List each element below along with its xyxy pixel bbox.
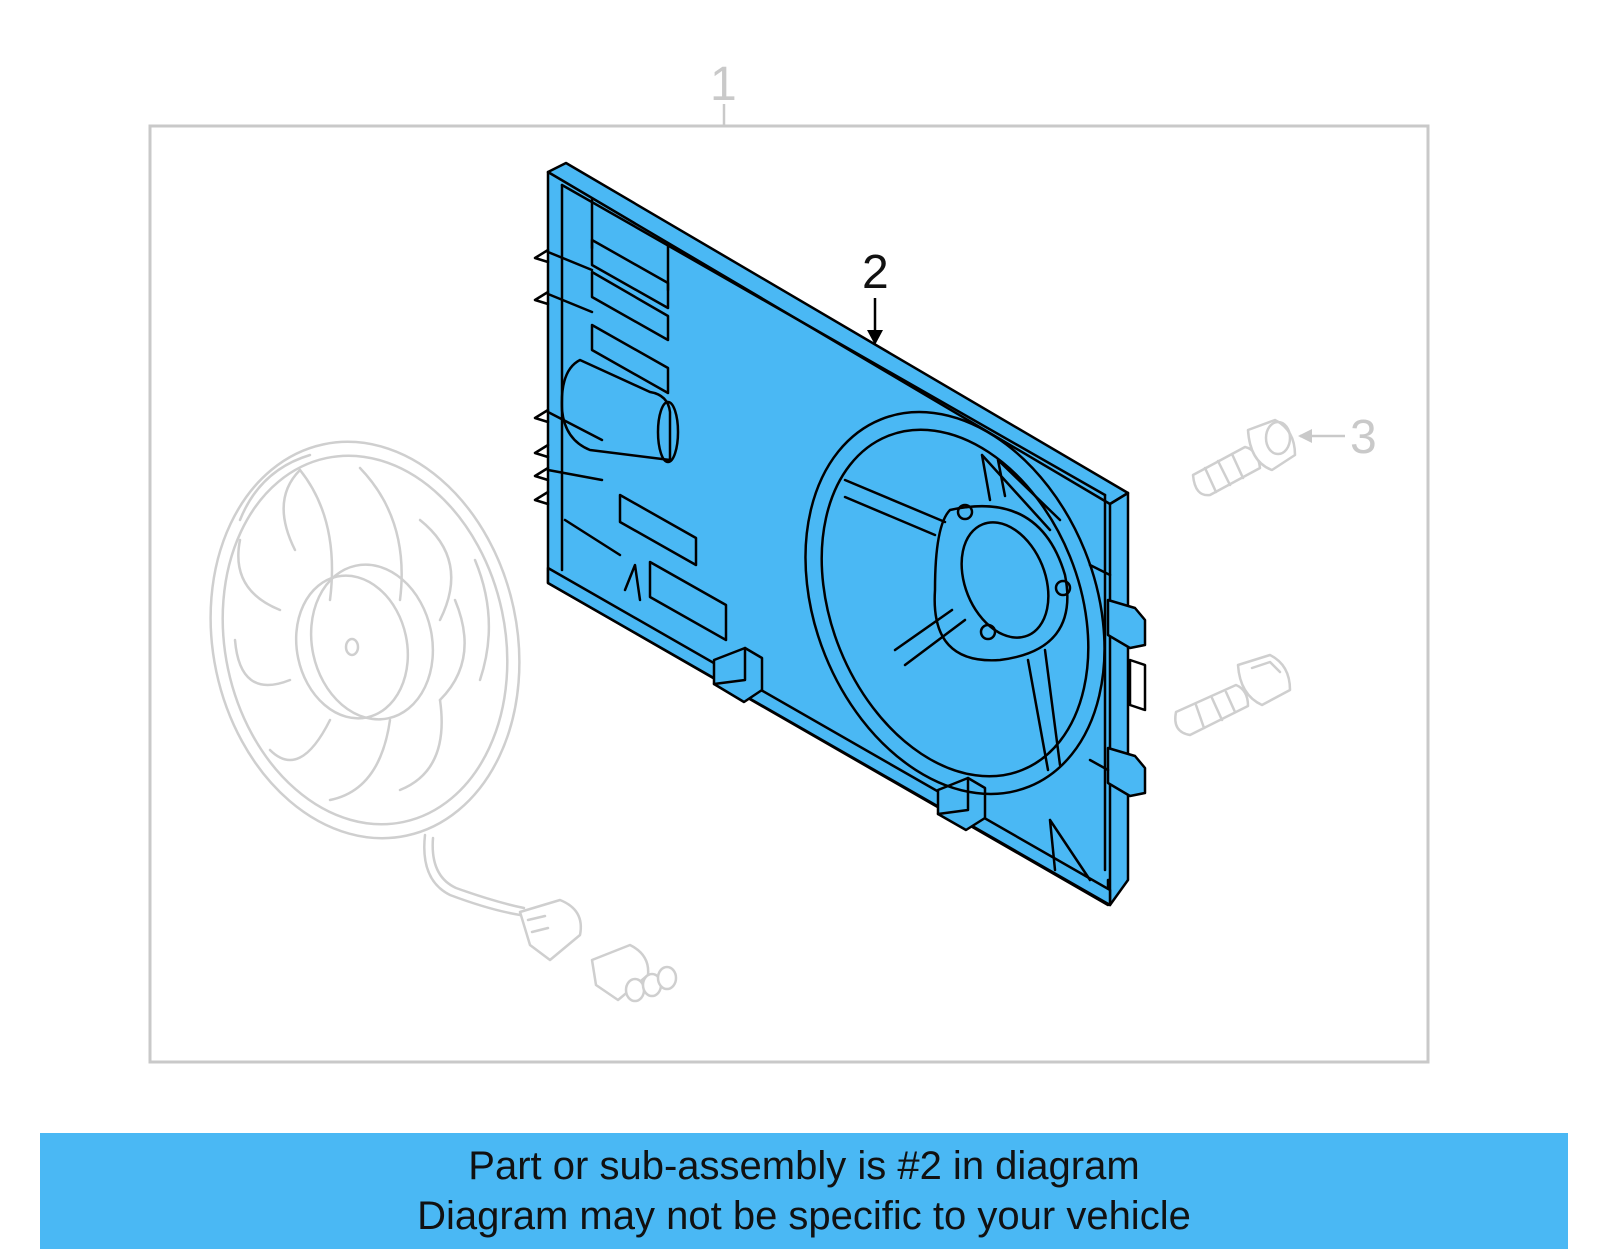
info-banner: Part or sub-assembly is #2 in diagram Di… bbox=[40, 1133, 1568, 1249]
fan-icon bbox=[209, 440, 526, 917]
assembly-frame bbox=[148, 124, 1430, 1064]
connector-icon bbox=[590, 943, 678, 1003]
bolt-icon bbox=[1174, 653, 1292, 737]
connector-icon bbox=[518, 898, 583, 962]
callout-3-arrow bbox=[1298, 429, 1312, 443]
shroud-icon bbox=[533, 161, 1147, 907]
banner-line-disclaimer: Diagram may not be specific to your vehi… bbox=[417, 1194, 1191, 1238]
banner-line-part: Part or sub-assembly is #2 in diagram bbox=[468, 1144, 1140, 1188]
parts-diagram: 1 bbox=[148, 58, 1430, 1064]
callout-2-label: 2 bbox=[862, 246, 889, 299]
callout-3-label: 3 bbox=[1350, 411, 1377, 464]
callout-2-arrow bbox=[867, 330, 883, 345]
bolt-icon bbox=[1191, 418, 1297, 497]
callout-1-label: 1 bbox=[710, 58, 737, 111]
